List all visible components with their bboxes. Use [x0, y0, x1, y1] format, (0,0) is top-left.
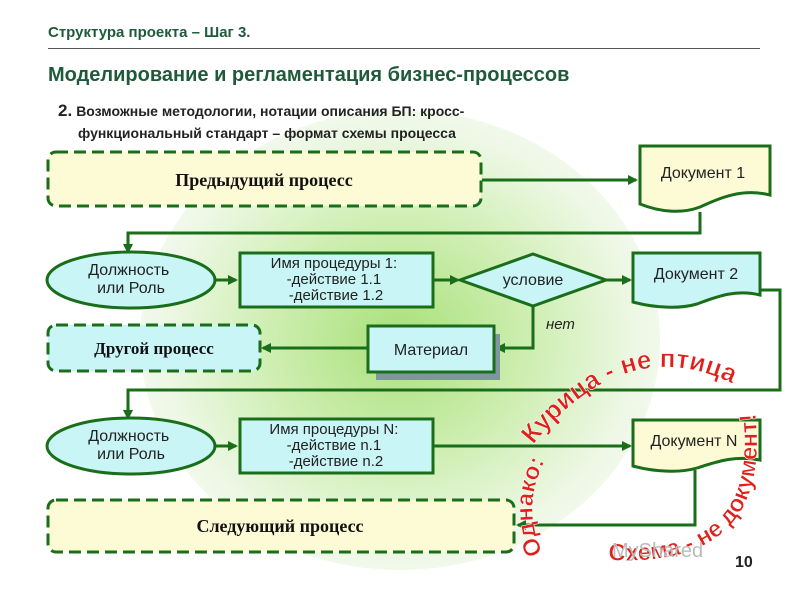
stamp-however: Однако:	[511, 452, 550, 560]
connectors	[123, 175, 782, 530]
subtitle: 2.Возможные методологии, нотации описани…	[58, 100, 558, 144]
svg-text:Должность или Роль: Должность или Роль	[88, 262, 173, 297]
other-process-label: Другой процесс	[94, 339, 214, 358]
condition-diamond: условие	[455, 252, 611, 308]
arrow-condition-to-material	[495, 305, 535, 353]
page-number: 10	[735, 554, 753, 571]
role-2-ellipse: Должность или Роль	[45, 416, 217, 476]
document-n: Документ N	[631, 418, 762, 473]
document-1-label: Документ 1	[661, 165, 745, 182]
page-title: Моделирование и регламентация бизнес-про…	[48, 64, 570, 86]
procedure-1-action-2: -действие 1.2	[289, 287, 384, 304]
svg-text:Имя процедуры N: -дейс: Имя процедуры N: -действие n.1 -действие…	[269, 421, 402, 470]
step-heading: Структура проекта – Шаг 3.	[48, 24, 251, 41]
procedure-n-box: Имя процедуры N: -действие n.1 -действие…	[238, 417, 435, 475]
document-2-label: Документ 2	[654, 266, 738, 283]
document-2: Документ 2	[631, 251, 762, 309]
arrow-docn-to-next	[516, 470, 697, 530]
svg-text:Имя процедуры 1: -дейс: Имя процедуры 1: -действие 1.1 -действие…	[271, 255, 402, 304]
svg-text:Должность или Роль: Должность или Роль	[88, 428, 173, 463]
role-1-ellipse: Должность или Роль	[45, 250, 217, 310]
previous-process-box: Предыдущий процесс	[46, 150, 483, 208]
procedure-1-box: Имя процедуры 1: -действие 1.1 -действие…	[238, 251, 435, 309]
stamp-however-text: Однако:	[511, 452, 550, 561]
material-box: Материал	[366, 324, 500, 380]
subtitle-number: 2.	[58, 101, 73, 120]
subtitle-line-1: Возможные методологии, нотации описания …	[76, 103, 465, 119]
procedure-n-action-2: -действие n.2	[289, 453, 384, 470]
role-2-line-2: или Роль	[97, 446, 165, 463]
other-process-box: Другой процесс	[46, 323, 262, 373]
condition-label: условие	[503, 272, 564, 289]
document-1: Документ 1	[638, 144, 772, 213]
subtitle-line-2: функциональный стандарт – формат схемы п…	[78, 125, 456, 141]
next-process-label: Следующий процесс	[196, 516, 363, 536]
no-branch-label: нет	[546, 316, 575, 333]
procedure-1-action-1: -действие 1.1	[287, 271, 382, 288]
arrow-doc1-to-role1	[123, 212, 702, 254]
previous-process-label: Предыдущий процесс	[175, 170, 352, 190]
role-1-line-2: или Роль	[97, 280, 165, 297]
document-n-label: Документ N	[651, 433, 738, 450]
stamp-chicken: Курица - не птица!	[0, 0, 743, 449]
watermark: MyShared	[612, 540, 704, 562]
role-1-line-1: Должность	[88, 262, 169, 279]
procedure-1-title: Имя процедуры 1:	[271, 255, 398, 272]
stamp-chicken-text: Курица - не птица!	[0, 0, 743, 449]
procedure-n-title: Имя процедуры N:	[269, 421, 398, 438]
next-process-box: Следующий процесс	[46, 498, 516, 554]
header-divider	[48, 48, 760, 49]
role-2-line-1: Должность	[88, 428, 169, 445]
material-label: Материал	[394, 342, 468, 359]
procedure-n-action-1: -действие n.1	[287, 437, 382, 454]
arrow-doc2-to-role2	[123, 288, 782, 420]
